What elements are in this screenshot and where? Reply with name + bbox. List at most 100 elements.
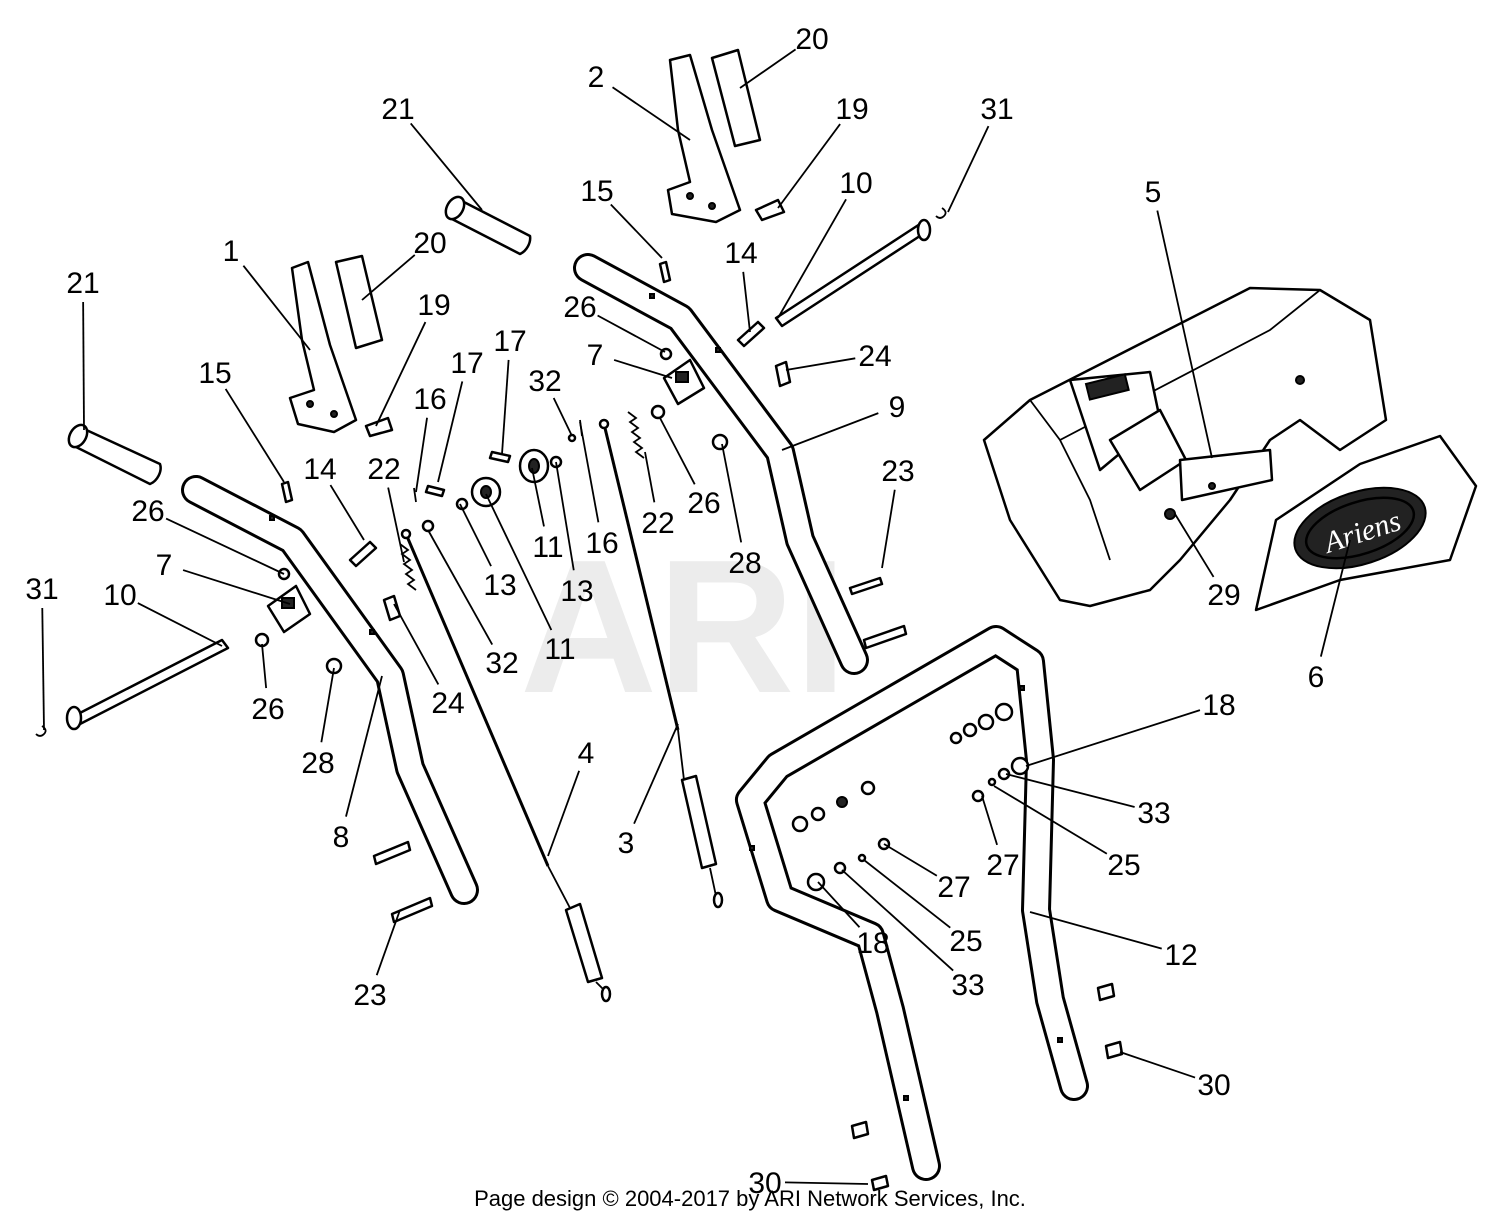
callout-c6: 6 <box>1308 661 1325 694</box>
part-8-handle-tube <box>181 475 479 905</box>
callout-c1: 1 <box>223 235 240 268</box>
part-23-bolt-c <box>372 840 412 866</box>
part-21-grip-lower <box>67 423 162 486</box>
part-21-grip-upper <box>444 195 532 256</box>
leader-line-c4 <box>547 770 580 857</box>
callout-c13a: 13 <box>483 569 516 602</box>
callout-c3: 3 <box>618 827 635 860</box>
page-footer: Page design © 2004-2017 by ARI Network S… <box>474 1186 1026 1211</box>
leader-line-c25b <box>863 859 951 929</box>
part-22-spring-a <box>627 411 645 459</box>
callout-c11b: 11 <box>544 633 575 666</box>
leader-line-c15b <box>224 388 285 483</box>
callout-c10b: 10 <box>103 579 136 612</box>
leader-line-c23b <box>375 909 401 976</box>
callout-c16b: 16 <box>585 527 618 560</box>
part-2-bracket <box>666 53 742 224</box>
leader-line-c6 <box>1319 539 1351 657</box>
leader-line-c7b <box>182 569 291 605</box>
leader-line-c1 <box>242 265 311 351</box>
callout-c26d: 26 <box>251 693 284 726</box>
part-20-grip-upper <box>710 48 762 148</box>
part-24-bolt-lower <box>382 594 402 622</box>
part-3-cable <box>598 418 724 909</box>
part-27-nut-a <box>971 789 985 803</box>
leader-line-c26d <box>261 643 268 689</box>
part-24-bolt-upper <box>774 360 792 388</box>
leader-line-c25a <box>993 785 1108 855</box>
callout-c31a: 31 <box>980 93 1013 126</box>
leader-line-c19b <box>375 321 427 427</box>
leader-line-c26a <box>597 314 666 353</box>
part-28-nut-a <box>711 433 729 451</box>
callout-c32a: 32 <box>528 365 561 398</box>
leader-line-c21b <box>82 301 85 431</box>
part-26-nut-b <box>650 404 666 420</box>
leader-line-c28a <box>721 443 743 543</box>
part-4-cable <box>400 528 612 1003</box>
part-9-handle-tube <box>573 253 869 675</box>
part-23-bolt-d <box>390 896 434 924</box>
part-15-pin-lower <box>280 480 294 504</box>
leader-line-c22b <box>644 451 656 503</box>
callout-c9: 9 <box>889 391 906 424</box>
part-18-washer-b <box>806 872 826 892</box>
leader-line-c12 <box>1029 911 1162 950</box>
leader-line-c16b <box>579 421 600 523</box>
callout-c8: 8 <box>333 821 350 854</box>
callout-c26c: 26 <box>131 495 164 528</box>
callout-c27b: 27 <box>937 871 970 904</box>
leader-line-c32b <box>427 529 494 645</box>
leader-line-c27a <box>981 795 998 846</box>
callout-c26b: 26 <box>687 487 720 520</box>
part-12-lower-handle <box>735 625 1089 1181</box>
callout-c12: 12 <box>1164 939 1197 972</box>
leader-line-c9 <box>781 412 879 451</box>
part-11-cam-b <box>470 476 502 508</box>
leader-line-c21a <box>410 122 483 211</box>
callout-c19a: 19 <box>835 93 868 126</box>
callout-c30a: 30 <box>1197 1069 1230 1102</box>
leader-line-c11a <box>531 467 545 527</box>
part-14-bolt-upper <box>736 320 766 348</box>
callout-c20b: 20 <box>413 227 446 260</box>
callout-c7a: 7 <box>587 339 604 372</box>
leader-line-c8 <box>345 675 383 817</box>
leader-line-c20a <box>739 48 797 89</box>
callout-c18a: 18 <box>1202 689 1235 722</box>
part-30-bolt-d <box>870 1174 890 1192</box>
part-30-bolt-b <box>1104 1040 1124 1060</box>
callout-c15b: 15 <box>198 357 231 390</box>
part-14-bolt-lower <box>348 540 378 568</box>
callout-c25a: 25 <box>1107 849 1140 882</box>
leader-line-c23a <box>881 489 896 569</box>
callout-c19b: 19 <box>417 289 450 322</box>
leader-line-c26c <box>165 517 285 575</box>
part-31-pin-upper <box>935 207 947 219</box>
leader-line-c24b <box>393 603 440 685</box>
part-23-bolt-a <box>848 576 884 596</box>
callout-c23a: 23 <box>881 455 914 488</box>
leader-line-c31a <box>947 125 990 213</box>
callout-c24b: 24 <box>431 687 464 720</box>
leader-line-c18a <box>1025 709 1201 767</box>
leader-line-c11b <box>485 493 553 631</box>
part-11-cam-a <box>518 448 550 484</box>
callout-c7b: 7 <box>156 549 173 582</box>
part-10-rod-lower <box>65 638 230 731</box>
leader-line-c15a <box>610 203 663 259</box>
part-19-clip-lower <box>364 416 394 438</box>
callout-c26a: 26 <box>563 291 596 324</box>
leader-line-c29 <box>1174 513 1215 578</box>
part-30-bolt-c <box>850 1120 870 1140</box>
part-25-washer-a <box>987 777 997 787</box>
part-5-console-housing <box>982 286 1388 608</box>
callout-c18b: 18 <box>856 927 889 960</box>
part-29-screw <box>1164 508 1176 520</box>
leader-line-c3 <box>633 723 679 825</box>
part-7-latch-lower <box>266 584 312 634</box>
callout-c16a: 16 <box>413 383 446 416</box>
callout-c33a: 33 <box>1137 797 1170 830</box>
part-18-washer-a <box>1010 756 1030 776</box>
